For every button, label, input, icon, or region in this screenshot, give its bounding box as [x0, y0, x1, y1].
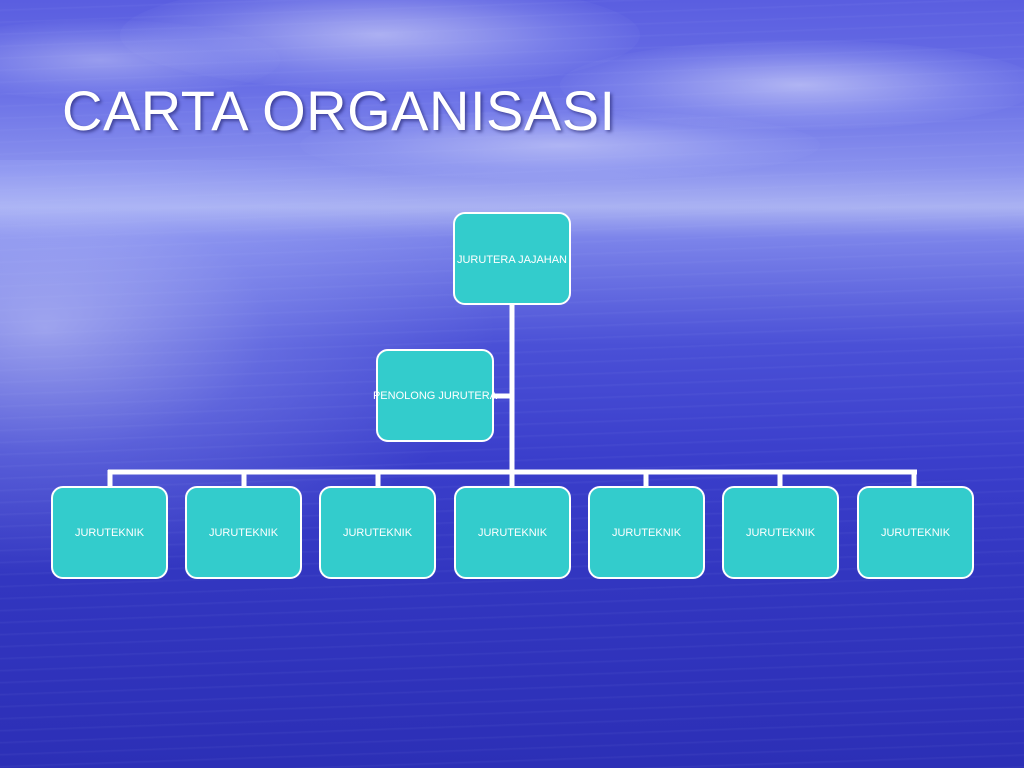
org-node-child-2: JURUTEKNIK: [185, 486, 302, 579]
org-node-child-5: JURUTEKNIK: [588, 486, 705, 579]
org-node-child-3: JURUTEKNIK: [319, 486, 436, 579]
org-node-label: JURUTERA JAJAHAN: [456, 254, 568, 266]
org-node-label: JURUTEKNIK: [477, 527, 548, 539]
cloud: [120, 0, 640, 90]
org-node-child-4: JURUTEKNIK: [454, 486, 571, 579]
org-node-label: JURUTEKNIK: [745, 527, 816, 539]
org-node-child-7: JURUTEKNIK: [857, 486, 974, 579]
org-node-child-6: JURUTEKNIK: [722, 486, 839, 579]
org-node-child-1: JURUTEKNIK: [51, 486, 168, 579]
org-node-label: JURUTEKNIK: [74, 527, 145, 539]
org-node-label: PENOLONG JURUTERA: [372, 390, 498, 402]
org-node-root: JURUTERA JAJAHAN: [453, 212, 571, 305]
slide-title: CARTA ORGANISASI: [62, 79, 616, 142]
cloud: [560, 40, 1024, 130]
cloud: [0, 20, 280, 100]
org-node-label: JURUTEKNIK: [611, 527, 682, 539]
org-node-label: JURUTEKNIK: [208, 527, 279, 539]
cloud: [300, 110, 820, 180]
org-node-label: JURUTEKNIK: [342, 527, 413, 539]
org-node-label: JURUTEKNIK: [880, 527, 951, 539]
org-node-assistant: PENOLONG JURUTERA: [372, 349, 498, 442]
